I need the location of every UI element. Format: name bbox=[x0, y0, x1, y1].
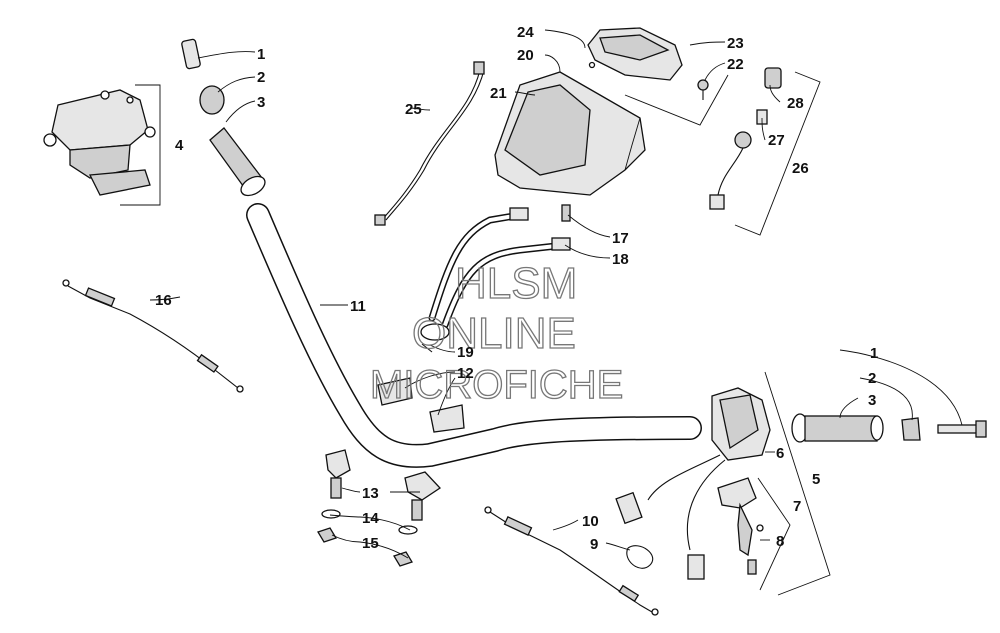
callout-16: 16 bbox=[155, 292, 172, 309]
callout-2-right: 2 bbox=[868, 370, 876, 387]
leader-lines bbox=[149, 29, 963, 559]
throttle-housing bbox=[43, 84, 161, 206]
callout-1-left: 1 bbox=[257, 46, 265, 63]
callout-9: 9 bbox=[590, 536, 598, 553]
callout-22: 22 bbox=[727, 56, 744, 73]
speedometer-cable bbox=[374, 61, 485, 226]
callout-17: 17 bbox=[612, 230, 629, 247]
callout-15: 15 bbox=[362, 535, 379, 552]
watermark: HLSM ONLINE MICROFICHE bbox=[369, 258, 624, 407]
speedometer bbox=[587, 27, 709, 100]
callout-28: 28 bbox=[787, 95, 804, 112]
callout-24: 24 bbox=[517, 24, 534, 41]
left-grip-assembly bbox=[181, 38, 266, 197]
callout-18: 18 bbox=[612, 251, 629, 268]
callout-27: 27 bbox=[768, 132, 785, 149]
handlebar-clamps bbox=[317, 377, 465, 567]
callout-13: 13 bbox=[362, 485, 379, 502]
mount-bracket bbox=[420, 204, 571, 353]
callout-11: 11 bbox=[350, 298, 366, 315]
callout-10: 10 bbox=[582, 513, 599, 530]
callout-20: 20 bbox=[517, 47, 534, 64]
switch-housing bbox=[615, 371, 831, 596]
instrument-pod bbox=[494, 71, 646, 196]
callout-26: 26 bbox=[792, 160, 809, 177]
brake-cable bbox=[484, 506, 659, 616]
callout-4: 4 bbox=[175, 137, 184, 154]
speedo-bracket-line bbox=[624, 74, 729, 126]
callout-23: 23 bbox=[727, 35, 744, 52]
right-grip-assembly bbox=[791, 413, 987, 443]
watermark-line-1: HLSM bbox=[455, 259, 577, 308]
callout-12: 12 bbox=[457, 365, 474, 382]
callout-labels: 1 2 3 4 1 2 3 5 6 7 8 9 10 11 12 13 14 1… bbox=[155, 24, 878, 553]
callout-3-right: 3 bbox=[868, 392, 876, 409]
callout-5: 5 bbox=[812, 471, 820, 488]
lever-assembly bbox=[717, 477, 791, 591]
callout-8: 8 bbox=[776, 533, 784, 550]
callout-1-right: 1 bbox=[870, 345, 878, 362]
callout-3-left: 3 bbox=[257, 94, 265, 111]
callout-25: 25 bbox=[405, 101, 422, 118]
callout-7: 7 bbox=[793, 498, 801, 515]
indicator-harness bbox=[709, 67, 821, 236]
callout-14: 14 bbox=[362, 510, 379, 527]
handlebar bbox=[246, 203, 702, 468]
watermark-line-2: ONLINE bbox=[412, 309, 576, 358]
watermark-line-3: MICROFICHE bbox=[370, 363, 623, 407]
callout-19: 19 bbox=[457, 344, 474, 361]
callout-6: 6 bbox=[776, 445, 784, 462]
throttle-cable bbox=[62, 279, 244, 393]
callout-21: 21 bbox=[490, 85, 507, 102]
callout-2-left: 2 bbox=[257, 69, 265, 86]
